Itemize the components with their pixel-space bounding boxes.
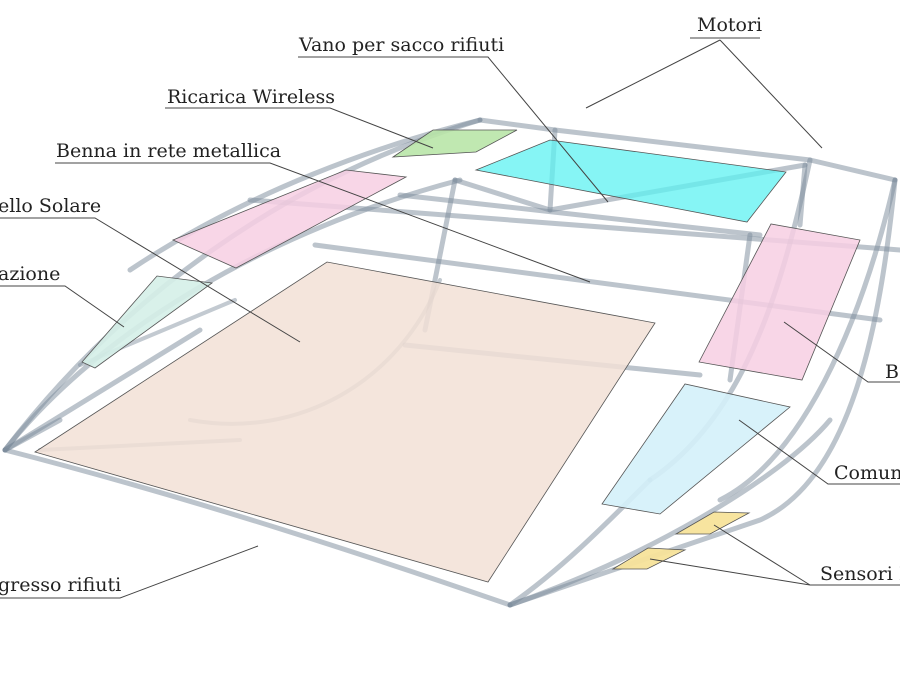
leader-comunicazione [738,419,900,485]
leader-ricarica [165,107,434,149]
solar-panel-left [171,169,408,269]
leader-pannello [0,217,301,343]
ricarica-plate [391,129,518,158]
frame-right-vert-2 [717,177,898,503]
leader-sensori-2 [649,558,900,586]
leader-ingresso [0,545,259,599]
component-plates [34,129,861,583]
label-pannello-solare: ello Solare [0,195,101,217]
frame-outer-bottom [2,447,513,608]
label-navigazione: azione [0,263,60,285]
label-sensori: Sensori I [820,563,900,585]
leader-navigazione [0,285,125,328]
label-comunicazione: Comun [834,462,900,484]
solar-panel-right [698,223,861,381]
label-motori: Motori [697,14,762,36]
sensor-plate-1 [674,511,751,535]
frame-outer-right [507,177,898,608]
frame-right-bottom-2 [507,417,833,608]
leader-batteria [783,321,900,383]
motori-plate [474,139,787,223]
basket-plate [34,261,656,583]
communication-plate [601,383,791,515]
sensor-plate-2 [611,547,687,570]
leader-lines [0,37,900,599]
frame-outer-top [477,117,898,183]
navigation-plate [81,275,214,369]
label-ingresso-rifiuti: gresso rifiuti [0,574,121,596]
leader-sensori-1 [713,524,811,586]
leader-motori [585,37,823,149]
label-benna-in-rete-metallica: Benna in rete metallica [56,140,281,162]
labels: Motori Vano per sacco rifiuti Ricarica W… [0,14,900,596]
frame-cross-3 [397,192,763,238]
label-vano-per-sacco-rifiuti: Vano per sacco rifiuti [298,34,504,56]
frame-nose-diag-2 [2,417,63,453]
label-batteria: B [885,361,899,383]
leader-vano [298,56,609,203]
label-ricarica-wireless: Ricarica Wireless [167,86,335,108]
leader-benna [55,162,591,283]
